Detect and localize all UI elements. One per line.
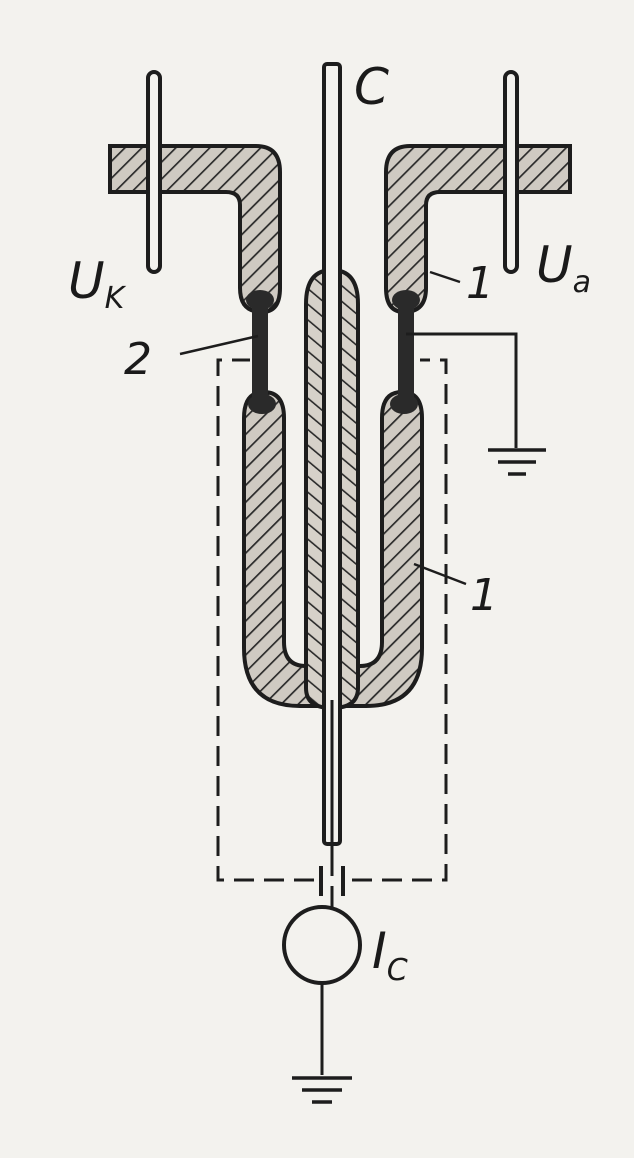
leader-lines — [179, 270, 467, 586]
label-uk: UK — [68, 252, 127, 316]
label-2: 2 — [124, 334, 152, 385]
current-meter — [282, 905, 362, 985]
label-ua: Ua — [536, 236, 591, 300]
capacitor — [319, 844, 345, 910]
label-ic: IC — [372, 922, 408, 988]
left-tube — [108, 144, 282, 315]
right-electrode-rod — [503, 70, 519, 274]
dashed-shield — [216, 358, 448, 882]
ground-connection-right — [406, 332, 546, 476]
label-1-mid: 1 — [470, 570, 498, 621]
membrane-links — [246, 290, 420, 414]
label-1-top: 1 — [466, 258, 494, 309]
label-c: C — [354, 58, 389, 116]
ground-symbol-bottom — [292, 1076, 352, 1104]
left-electrode-rod — [146, 70, 162, 274]
u-shaped-cell — [242, 389, 424, 708]
